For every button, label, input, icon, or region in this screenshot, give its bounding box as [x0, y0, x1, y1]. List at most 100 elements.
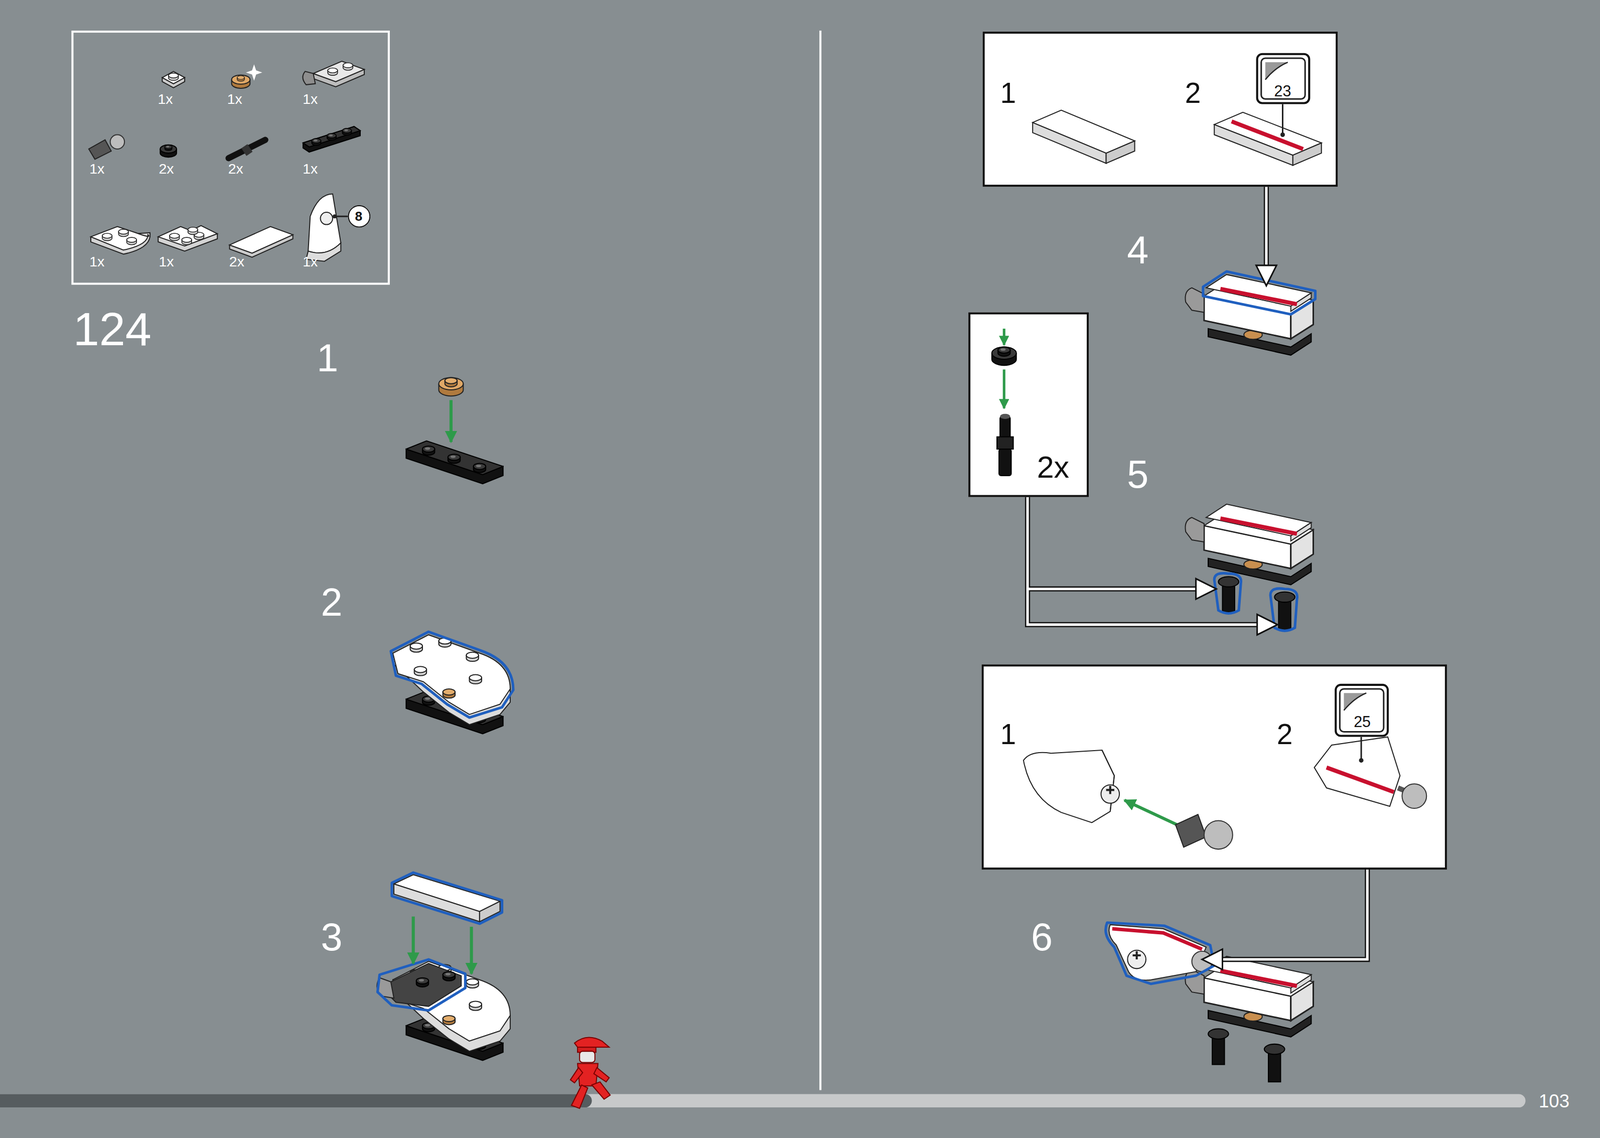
- parts-list-icons: [158, 225, 218, 247]
- step-2-model: [390, 631, 514, 718]
- step-3-model: [443, 971, 456, 981]
- part-quantity: 1x: [302, 91, 318, 106]
- parts-list-icons: [303, 126, 361, 148]
- sticker-number: 23: [1274, 83, 1292, 99]
- parts-list-icons: [126, 237, 137, 245]
- step-6-model: [1127, 950, 1146, 969]
- parts-list-icons: [88, 61, 365, 262]
- progress-bar: [0, 1094, 593, 1108]
- sticker-number-box: 25: [1334, 683, 1389, 738]
- step-1-model: [405, 441, 503, 484]
- step-3-model: [391, 872, 503, 924]
- callout-c-parts: [1023, 737, 1427, 850]
- parts-list-icons: [160, 144, 177, 158]
- parts-list-icons: [228, 139, 266, 159]
- part-quantity: 2x: [158, 161, 174, 176]
- callout-b-parts: [999, 413, 1010, 419]
- substep-number: 6: [1031, 917, 1053, 957]
- step-1-model: [449, 399, 453, 442]
- substep-label: 2x: [1037, 452, 1070, 483]
- parts-list-icons: [90, 226, 150, 251]
- parts-list-icons: [243, 148, 250, 153]
- callout-b-parts: [991, 328, 1017, 476]
- callout-backgrounds: [332, 31, 1447, 870]
- progress-bar: [0, 1094, 1526, 1108]
- parts-list-icons: [168, 73, 179, 81]
- callout-c-parts: [1326, 767, 1394, 793]
- parts-list-icons: [160, 144, 177, 154]
- running-minifigure: [571, 1084, 589, 1109]
- callout-backgrounds: [982, 31, 1339, 187]
- parts-list-icons: [88, 134, 125, 160]
- substep-callout-box: 1225: [981, 664, 1447, 870]
- callout-arrows: [1264, 186, 1268, 268]
- parts-list-icons: [327, 133, 337, 141]
- callout-c-parts: [1360, 737, 1363, 760]
- callout-arrows: [1263, 186, 1269, 268]
- part-quantity: 2x: [228, 161, 244, 176]
- part-quantity: 1x: [157, 91, 173, 106]
- callout-backgrounds: [336, 215, 348, 218]
- running-minifigure: [579, 1051, 596, 1063]
- callout-a-parts: [1231, 121, 1303, 150]
- callout-b-parts: [997, 347, 1010, 357]
- sticker-number-box: 23: [1256, 53, 1311, 105]
- parts-list-icons: [88, 139, 112, 160]
- substep-callout-box: 2x: [968, 312, 1089, 497]
- step-3-model: [411, 916, 415, 964]
- substep-label: 1: [1000, 720, 1017, 750]
- parts-list-icons: [158, 225, 218, 252]
- callout-c-parts: [1106, 785, 1115, 794]
- callout-a-parts: [1032, 103, 1322, 166]
- substep-callout-box: 1223: [982, 31, 1339, 187]
- callout-arrows: [1220, 869, 1368, 960]
- step-3-model: [416, 977, 429, 987]
- parts-list-icons: [342, 128, 352, 136]
- parts-list-icons: [302, 71, 316, 85]
- parts-list-icons: [164, 144, 173, 151]
- step-3-model: [377, 959, 466, 1011]
- callout-b-parts: [996, 437, 1014, 450]
- callout-circle: 8: [348, 205, 371, 228]
- substep-label: 1: [1000, 79, 1017, 109]
- part-quantity: 1x: [158, 253, 174, 268]
- parts-list-icons: [162, 71, 185, 88]
- callout-b-parts: [1002, 328, 1006, 346]
- callout-c-parts: [1023, 750, 1115, 823]
- page-number: 103: [1538, 1091, 1570, 1111]
- step-4-model: [1203, 271, 1316, 315]
- progress-bar: [0, 1094, 1526, 1108]
- step-6-model: [1105, 922, 1215, 984]
- parts-list-icons: [229, 226, 294, 254]
- parts-list-icons: [181, 237, 192, 245]
- substep-number: 3: [320, 917, 343, 957]
- parts-list-icons: [229, 226, 294, 258]
- parts-list-icons: [327, 67, 338, 76]
- parts-list-icons: [308, 193, 341, 253]
- parts-list-icons: [303, 126, 361, 153]
- callout-backgrounds: [332, 214, 337, 219]
- callout-backgrounds: [1344, 692, 1367, 711]
- callout-arrows: [1027, 497, 1260, 625]
- substep-number: 1: [316, 338, 339, 378]
- step-6-model: [1208, 1028, 1285, 1082]
- parts-list-icons: [169, 233, 180, 241]
- running-minifigure: [570, 1067, 583, 1084]
- callout-backgrounds: [1256, 53, 1311, 105]
- callout-c-parts: [1359, 758, 1364, 763]
- parts-list-icons: [118, 229, 129, 237]
- callout-a-parts: [1281, 103, 1284, 134]
- callout-backgrounds: [1261, 58, 1305, 99]
- callout-arrows: [1257, 614, 1278, 636]
- part-quantity: 1x: [302, 253, 318, 268]
- callout-backgrounds: [1265, 62, 1288, 80]
- part-quantity: 1x: [227, 91, 243, 106]
- parts-list-icons: [90, 226, 151, 255]
- substep-number: 4: [1126, 230, 1149, 270]
- step-6-model: [1105, 922, 1314, 1082]
- callout-arrows: [1196, 578, 1217, 600]
- callout-backgrounds: [1344, 692, 1367, 711]
- running-minifigure: [592, 1081, 611, 1100]
